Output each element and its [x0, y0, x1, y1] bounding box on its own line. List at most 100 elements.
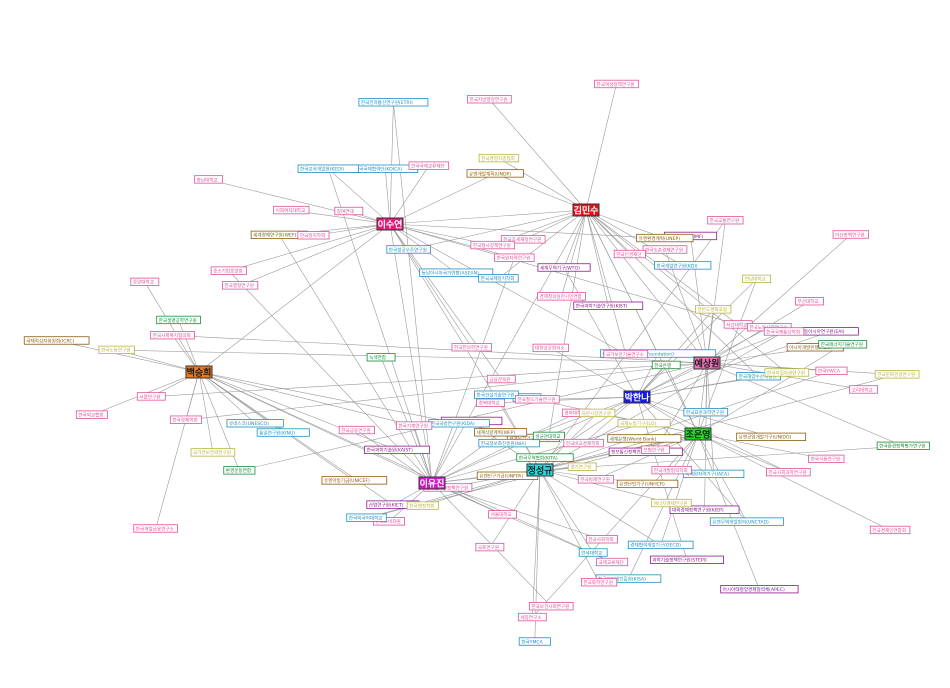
leaf-node-label: 한국지방행정연구원 — [469, 96, 507, 103]
leaf-node: 한국교육개발원(KEDI) — [297, 164, 360, 173]
leaf-node-label: 유엔공업개발기구(UNIDO) — [739, 434, 792, 441]
leaf-node-box — [603, 349, 649, 359]
edge-line — [697, 433, 789, 473]
hub-node: 김민수 — [572, 203, 600, 217]
leaf-node-box — [642, 245, 688, 254]
leaf-node: 세종연구소 — [517, 612, 547, 622]
leaf-node-label: 한국개발연구원(KDI) — [657, 262, 698, 269]
leaf-node-box — [256, 428, 310, 437]
edge-line — [585, 209, 699, 435]
leaf-node-label: 국제원자력기구(IAEA) — [685, 471, 729, 478]
leaf-node-box — [467, 95, 512, 104]
leaf-node: 동아시아연구원(EAI) — [801, 327, 859, 336]
edge-line — [498, 209, 587, 279]
edge-line — [198, 371, 415, 427]
leaf-node-label: 한국국제정치학회 — [481, 275, 515, 282]
leaf-node-label: 한국에너지기술연구원 — [821, 341, 863, 348]
leaf-node: 한국YMCA — [518, 637, 551, 646]
leaf-node-label: 한국건설기술연구원 — [477, 392, 515, 399]
leaf-node-box — [641, 445, 670, 454]
leaf-node: 한국국제협력단(KOICA) — [352, 164, 419, 173]
leaf-node-label: 한국금융연구원 — [341, 427, 371, 434]
leaf-node: 한국YWCA — [815, 366, 848, 375]
leaf-node-box — [585, 535, 618, 544]
leaf-node-label: 국제교류재단 — [599, 559, 625, 566]
leaf-node-box — [23, 336, 90, 345]
leaf-node-box — [136, 392, 166, 401]
leaf-node-box — [607, 434, 682, 443]
leaf-node-label: 서강대학교 — [726, 321, 747, 328]
leaf-node-label: 한국원자력연구원 — [497, 255, 531, 262]
edge-line — [431, 423, 645, 484]
leaf-node: 통일연구원(KINU) — [256, 428, 310, 437]
leaf-node-box — [567, 462, 597, 471]
leaf-node: 한국과학기술연구원(KIST) — [573, 301, 644, 310]
leaf-node-label: 한국경제학회 — [172, 417, 197, 424]
leaf-node: 세계무역기구(WTO) — [537, 263, 591, 272]
edge-line — [585, 209, 683, 266]
leaf-node-label: 한국YWCA — [818, 369, 841, 375]
leaf-node: 한국외국어대학교 — [346, 513, 387, 522]
leaf-node-box — [815, 366, 848, 375]
leaf-node-box — [515, 395, 560, 404]
leaf-node: 유엔개발계획(UNDP) — [466, 169, 524, 178]
leaf-node: 한국지질자원연구원 — [764, 368, 810, 377]
leaf-node: 연세대학교 — [578, 548, 608, 557]
leaf-node-label: 녹색연합 — [369, 354, 387, 361]
hub-node: 이유진 — [418, 476, 446, 490]
leaf-node: 국제교류재단 — [596, 557, 629, 567]
leaf-node-label: 한국비교경제학회 — [566, 440, 600, 447]
leaf-node: 국토연구원 — [475, 542, 505, 552]
leaf-node-box — [596, 557, 629, 567]
leaf-node: 한국농촌경제연구원 — [642, 245, 688, 254]
leaf-node: 유엔아동기금(UNICEF) — [321, 476, 388, 485]
leaf-node-box — [169, 415, 202, 424]
leaf-node-label: 유엔인구기금(UNFPA) — [479, 473, 523, 480]
leaf-node: 한국무역협회(KITA) — [516, 453, 574, 462]
leaf-node: 한국표준과학연구원 — [683, 408, 729, 417]
leaf-node: 한국전자통신연구원(ETRI) — [358, 98, 429, 107]
leaf-node: 한국문화관광연구원 — [874, 370, 920, 379]
edge-line — [389, 223, 473, 348]
leaf-node-box — [364, 445, 430, 455]
edge-line — [328, 168, 391, 225]
edge-line — [389, 223, 665, 239]
leaf-node: 자본시장연구원 — [579, 408, 616, 418]
leaf-node-box — [594, 79, 639, 89]
leaf-node-box — [396, 421, 433, 430]
leaf-node-box — [478, 153, 520, 163]
leaf-node-label: 국제적십자위원회(ICRC) — [26, 337, 74, 344]
leaf-node: 한국철도기술연구원 — [515, 395, 560, 404]
edge-line — [539, 445, 904, 471]
leaf-node: 한국형사정책연구원 — [470, 240, 516, 250]
leaf-node: 대한상공회의소 — [532, 343, 569, 353]
edge-line — [172, 335, 708, 364]
edge-line — [151, 362, 708, 397]
edge-line — [240, 223, 391, 286]
leaf-node-box — [494, 253, 535, 262]
leaf-node-label: 세계식량계획(WFP) — [476, 429, 515, 436]
leaf-node-box — [98, 345, 135, 355]
leaf-node: 국가보안기술연구소 — [603, 349, 649, 359]
leaf-node-box — [516, 453, 574, 462]
leaf-node-label: 에너지경제연구원 — [654, 500, 688, 507]
leaf-node-label: 한반도평화포럼 — [698, 306, 728, 313]
leaf-node-label: 아시아태평양경제협력체(APEC) — [723, 586, 785, 593]
leaf-node-label: 대한상공회의소 — [535, 345, 565, 352]
leaf-node-box — [563, 438, 604, 448]
edge-line — [490, 396, 638, 404]
leaf-node-box — [486, 374, 516, 384]
hub-node-box — [693, 356, 721, 370]
edge-line — [636, 331, 831, 398]
leaf-node: 한국법제연구원 — [577, 475, 615, 484]
leaf-node-box — [573, 301, 644, 310]
edge-line — [697, 433, 891, 531]
leaf-node: 한국사회과학연구원 — [765, 467, 811, 477]
leaf-node-box — [470, 240, 516, 250]
leaf-node-box — [818, 340, 868, 349]
leaf-node: 충남대학교 — [194, 175, 224, 184]
edge-line — [389, 223, 433, 484]
hub-node: 예상원 — [693, 356, 721, 370]
leaf-node: 국제노동기구(ILO) — [617, 418, 671, 428]
